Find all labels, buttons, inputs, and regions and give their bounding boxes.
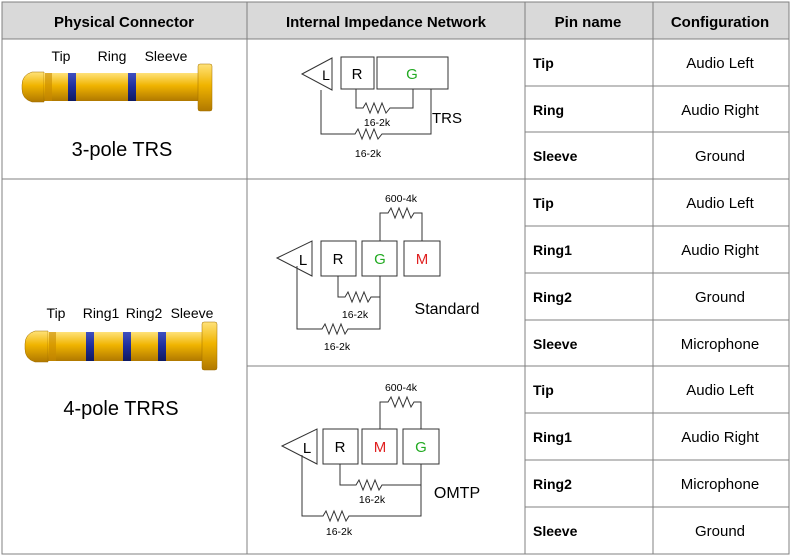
omtp-box-g [402,428,440,465]
omtp-config-sleeve: Ground [695,523,745,540]
trs-pin-tip: Tip [533,55,554,71]
omtp-triangle [280,428,318,465]
standard-box-label-l: L [299,252,307,269]
standard-resistor-2-value: 16-2k [324,341,351,353]
omtp-resistor-2-value: 16-2k [326,526,353,538]
omtp-pin-sleeve: Sleeve [533,523,578,539]
standard-resistor-top [379,206,423,241]
trs-box-r [340,56,375,90]
omtp-pin-ring2: Ring2 [533,476,572,492]
trs-box-label-l: L [322,67,330,83]
omtp-resistor-top [379,395,422,429]
trs-pin-sleeve: Sleeve [533,148,578,164]
standard-box-m [403,240,441,277]
header-configuration: Configuration [671,14,769,31]
header-internal-impedance-network: Internal Impedance Network [286,14,487,31]
trrs-label-sleeve: Sleeve [171,305,214,321]
standard-resistor-2 [296,266,381,336]
trrs-label-ring2: Ring2 [126,305,163,321]
omtp-resistor-top-value: 600-4k [385,382,418,394]
standard-pin-sleeve: Sleeve [533,336,578,352]
trrs-plug-illustration [24,321,218,371]
standard-resistor-top-value: 600-4k [385,193,418,205]
standard-resistor-1-value: 16-2k [342,309,369,321]
trs-plug-illustration [21,63,213,112]
trrs-band-1 [86,332,94,361]
trs-label-tip: Tip [52,48,71,64]
trrs-label-tip: Tip [47,305,66,321]
trrs-label-ring1: Ring1 [83,305,120,321]
standard-box-label-g: G [374,251,386,268]
trs-plug-shaft [44,73,198,101]
standard-resistor-1 [337,276,381,304]
trs-box-label-r: R [352,66,363,83]
trs-network-label: TRS [432,110,462,127]
omtp-network-label: OMTP [434,485,480,502]
omtp-box-label-l: L [303,440,311,457]
trs-resistor-1 [355,89,414,115]
standard-triangle [275,240,313,277]
standard-pin-tip: Tip [533,195,554,211]
omtp-resistor-1-value: 16-2k [359,494,386,506]
omtp-network-diagram [280,395,440,523]
omtp-box-m [361,428,398,465]
standard-config-sleeve: Microphone [681,336,759,353]
trs-title: 3-pole TRS [72,139,173,161]
trs-label-sleeve: Sleeve [145,48,188,64]
standard-network-diagram [275,206,441,336]
header-pin-name: Pin name [555,14,622,31]
trs-band-1 [68,73,76,101]
trs-label-ring: Ring [98,48,127,64]
standard-box-label-m: M [416,251,429,268]
trs-network-diagram [300,56,449,141]
trs-resistor-2 [320,89,432,141]
trs-config-tip: Audio Left [686,55,754,72]
trrs-plug-tip [24,330,49,363]
omtp-config-tip: Audio Left [686,382,754,399]
omtp-resistor-1 [339,464,422,492]
standard-pin-ring2: Ring2 [533,289,572,305]
omtp-box-label-g: G [415,439,427,456]
standard-config-ring2: Ground [695,289,745,306]
omtp-box-label-r: R [335,439,346,456]
trs-resistor-2-value: 16-2k [355,148,382,160]
omtp-box-r [322,428,359,465]
trrs-title: 4-pole TRRS [63,398,178,420]
trrs-plug-collar [201,321,218,371]
trrs-band-2 [123,332,131,361]
standard-pin-ring1: Ring1 [533,242,572,258]
header-row [2,2,789,39]
trs-plug-collar [197,63,213,112]
standard-config-ring1: Audio Right [681,242,759,259]
standard-box-label-r: R [333,251,344,268]
omtp-box-label-m: M [374,439,387,456]
trs-triangle [300,57,333,91]
standard-network-label: Standard [415,301,480,318]
omtp-resistor-2 [301,455,422,523]
trs-plug-tip [21,71,45,103]
omtp-pin-tip: Tip [533,382,554,398]
standard-config-tip: Audio Left [686,195,754,212]
trs-pin-ring: Ring [533,102,564,118]
trs-config-ring: Audio Right [681,102,759,119]
trs-resistor-1-value: 16-2k [364,117,391,129]
omtp-config-ring2: Microphone [681,476,759,493]
omtp-config-ring1: Audio Right [681,429,759,446]
trs-band-2 [128,73,136,101]
standard-box-r [320,240,357,277]
trs-box-label-g: G [406,66,418,83]
header-physical-connector: Physical Connector [54,14,194,31]
trrs-band-3 [158,332,166,361]
trs-config-sleeve: Ground [695,148,745,165]
omtp-pin-ring1: Ring1 [533,429,572,445]
